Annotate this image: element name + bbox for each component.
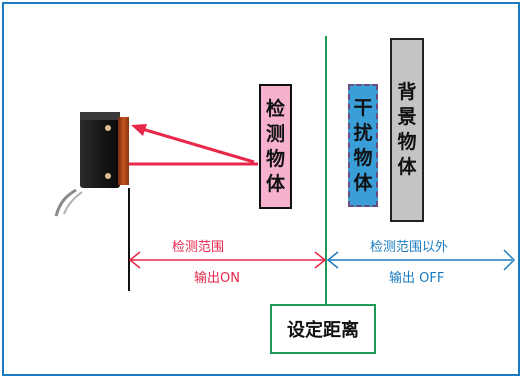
sensor-body: [80, 112, 120, 188]
sensor-top: [80, 112, 120, 120]
reflected-beam-line: [138, 126, 255, 164]
sensor-cable: [54, 188, 77, 217]
output-off-label: 输出 OFF: [389, 271, 445, 286]
background-object-char: 背: [397, 81, 417, 103]
sensor-cable-highlight: [63, 191, 83, 215]
interfering-object-char: 体: [353, 171, 373, 194]
interfering-object-char: 物: [353, 146, 373, 169]
detection-range-label: 检测范围: [172, 240, 225, 255]
photoelectric-sensor: [54, 112, 129, 217]
detection-object: 检 测 物 体: [259, 84, 292, 209]
detection-object-char: 检: [265, 97, 285, 120]
detection-object-char: 体: [265, 172, 285, 195]
outside-range-arrowhead-left: [326, 251, 339, 269]
interfering-object: 干 扰 物 体: [348, 84, 378, 207]
sensor-screw-top: [105, 125, 111, 131]
detection-object-char: 物: [265, 147, 285, 170]
outside-range-arrowhead-right: [503, 249, 516, 271]
detection-object-char: 测: [265, 122, 285, 145]
interfering-object-char: 干: [353, 96, 373, 119]
sensor-screw-bottom: [105, 173, 111, 179]
set-distance-box: 设定距离: [270, 304, 376, 354]
background-object-char: 物: [397, 131, 417, 153]
background-object-char: 体: [397, 156, 417, 178]
outside-range-label: 检测范围以外: [370, 240, 449, 255]
reflected-beam-arrowhead: [131, 124, 147, 136]
diagram-canvas: [54, 36, 516, 304]
output-on-label: 输出ON: [194, 271, 240, 286]
detection-range-arrowhead-right: [314, 251, 327, 269]
background-object-char: 景: [397, 106, 417, 128]
sensor-lens: [118, 117, 129, 185]
background-object: 背 景 物 体: [390, 38, 424, 222]
detection-range-arrowhead-left: [128, 251, 141, 269]
interfering-object-char: 扰: [353, 121, 373, 144]
